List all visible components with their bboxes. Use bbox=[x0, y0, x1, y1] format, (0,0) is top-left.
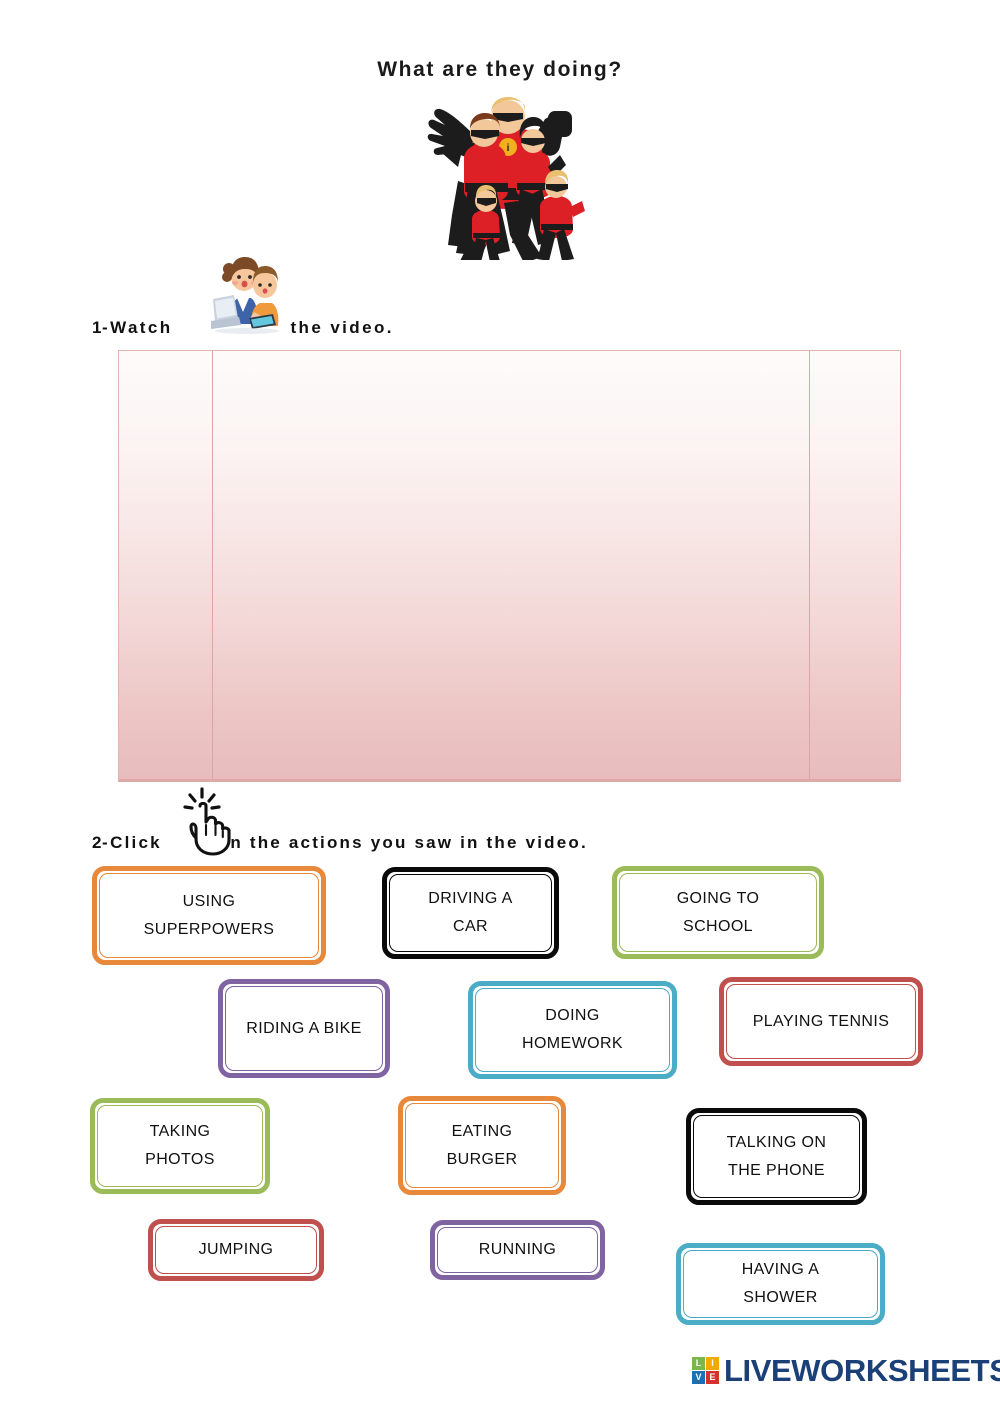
kids-with-laptop-icon bbox=[207, 252, 285, 334]
logo-letter-block: E bbox=[706, 1371, 719, 1384]
action-button-jumping[interactable]: JUMPING bbox=[148, 1219, 324, 1281]
video-player-placeholder[interactable] bbox=[118, 350, 901, 782]
logo-letter-block: V bbox=[692, 1371, 705, 1384]
action-button-label: RIDING A BIKE bbox=[246, 1019, 362, 1037]
step-2-text-before: Click bbox=[110, 833, 162, 852]
action-button-label: PLAYING TENNIS bbox=[752, 1012, 890, 1030]
step-1-number: 1- bbox=[92, 318, 109, 337]
logo-letter-block: I bbox=[706, 1357, 719, 1370]
action-button-label: JUMPING bbox=[198, 1241, 274, 1258]
pointing-hand-cursor-icon bbox=[182, 786, 244, 856]
video-divider-right bbox=[809, 351, 810, 779]
action-button-label: RUNNING bbox=[478, 1241, 557, 1258]
logo-letter-block: L bbox=[692, 1357, 705, 1370]
action-button-running[interactable]: RUNNING bbox=[430, 1220, 605, 1280]
liveworksheets-wordmark: LIVEWORKSHEETS bbox=[724, 1353, 1000, 1388]
step-1-text-after: the video. bbox=[290, 318, 394, 337]
page-title: What are they doing? bbox=[377, 58, 623, 81]
step-1-text-before: Watch bbox=[110, 318, 173, 337]
video-divider-left bbox=[212, 351, 213, 779]
svg-text:i: i bbox=[507, 143, 510, 154]
incredibles-family-image: i bbox=[412, 85, 602, 263]
step-1-instruction: 1- Watch the video. bbox=[92, 318, 394, 338]
step-2-number: 2- bbox=[92, 833, 109, 852]
step-2-text-after: on the actions you saw in the video. bbox=[217, 833, 588, 852]
action-button-riding-a-bike[interactable]: RIDING A BIKE bbox=[218, 979, 390, 1078]
action-button-playing-tennis[interactable]: PLAYING TENNIS bbox=[719, 977, 923, 1066]
step-2-instruction: 2- Click on the actions you saw in the v… bbox=[92, 833, 588, 853]
